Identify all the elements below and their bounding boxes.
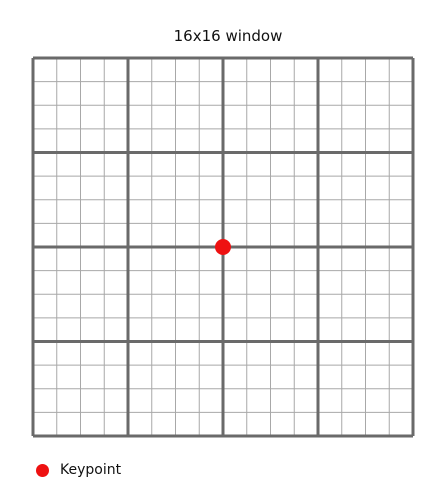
keypoint-marker bbox=[215, 239, 231, 255]
legend: Keypoint bbox=[36, 461, 121, 479]
keypoint-legend-label: Keypoint bbox=[60, 462, 122, 478]
diagram-title: 16x16 window bbox=[173, 27, 283, 45]
keypoint-legend-marker bbox=[36, 463, 49, 477]
